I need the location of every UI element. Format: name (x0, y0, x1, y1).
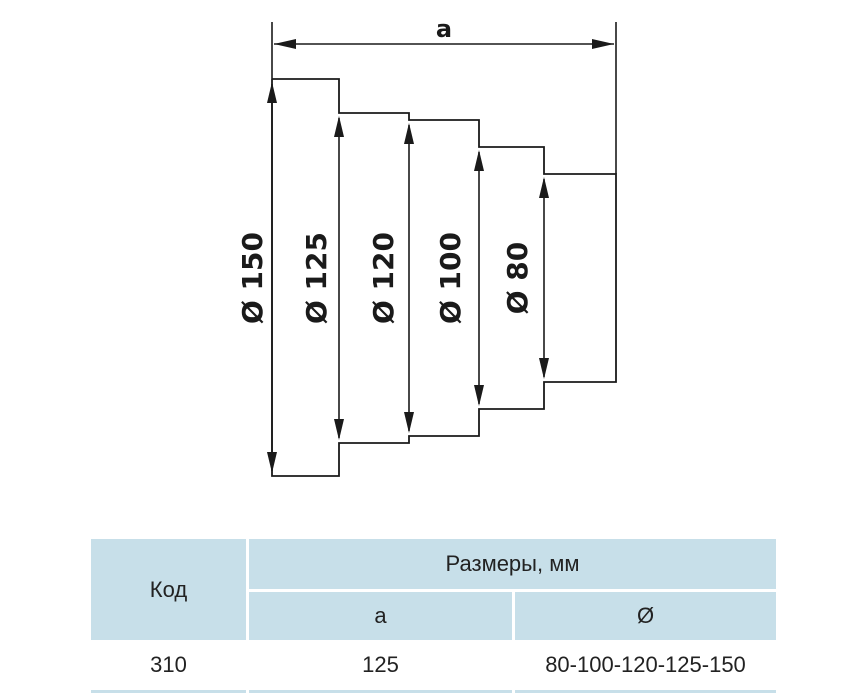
dimensions-header: Размеры, мм (249, 539, 776, 589)
diameter-dimension-80: Ø 80 (501, 177, 549, 379)
col-a-header: a (249, 592, 512, 640)
diameter-cell: 80-100-120-125-150 (515, 643, 776, 687)
diameter-label-80: Ø 80 (501, 242, 534, 315)
spec-table: Код Размеры, мм a Ø 310 125 80-100-120-1… (88, 536, 779, 696)
width-dimension: a (271, 15, 617, 174)
diameter-dimension-120: Ø 120 (367, 123, 414, 433)
diameter-dimension-150: Ø 150 (236, 82, 277, 473)
col-diameter-header: Ø (515, 592, 776, 640)
diameter-label-120: Ø 120 (367, 232, 400, 324)
table-bottom-rule (91, 690, 776, 693)
width-label: a (436, 15, 452, 43)
table-row: 310 125 80-100-120-125-150 (91, 643, 776, 687)
reducer-outline (271, 78, 617, 477)
code-cell: 310 (91, 643, 246, 687)
a-cell: 125 (249, 643, 512, 687)
diameter-label-150: Ø 150 (236, 232, 269, 324)
code-header: Код (91, 539, 246, 640)
reducer-drawing: a Ø 150 Ø 125 Ø 120 Ø 100 Ø 80 (236, 15, 617, 477)
diameter-dimension-125: Ø 125 (300, 116, 344, 440)
diameter-dimension-100: Ø 100 (434, 150, 484, 406)
diameter-label-125: Ø 125 (300, 232, 333, 324)
diameter-label-100: Ø 100 (434, 232, 467, 324)
